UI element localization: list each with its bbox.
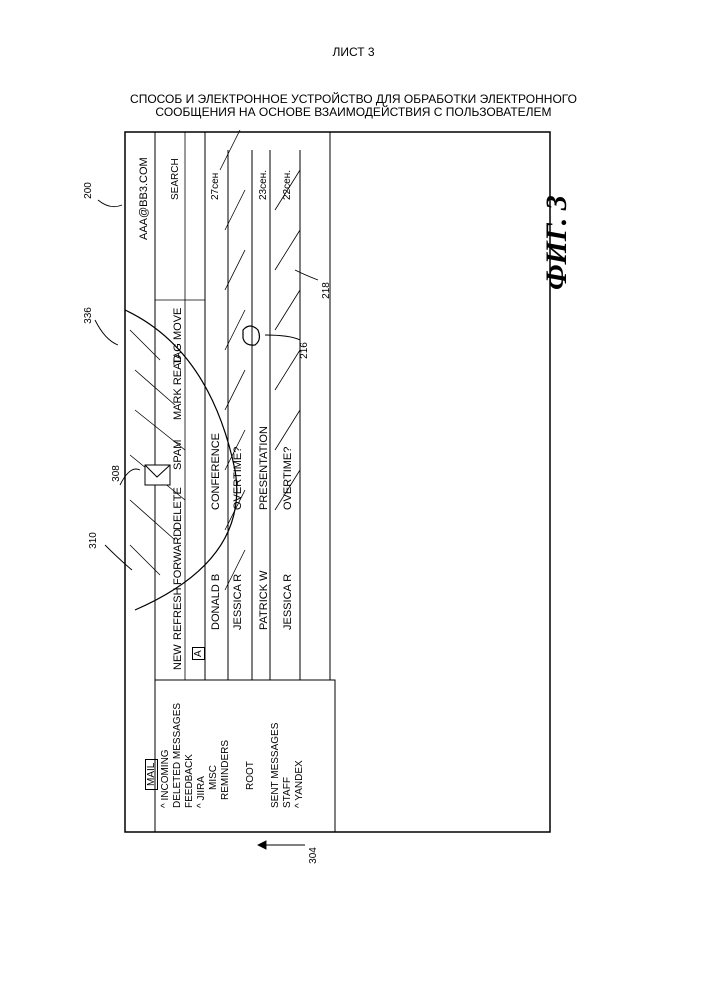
message-date-3: 23сен. xyxy=(258,170,269,200)
ref-304: 304 xyxy=(308,847,319,864)
filter-button[interactable]: A xyxy=(192,647,205,660)
ref-218: 218 xyxy=(321,282,332,299)
hand-cursor-icon xyxy=(243,326,259,345)
toolbar-spam[interactable]: SPAM xyxy=(172,440,184,470)
folder-item-reminders[interactable]: REMINDERS xyxy=(220,740,231,800)
message-subject-1[interactable]: CONFERENCE xyxy=(210,433,222,510)
folder-item-feedback[interactable]: FEEDBACK xyxy=(184,754,195,808)
folder-item-yandex[interactable]: ^ YANDEX xyxy=(294,760,305,808)
folder-item-misc[interactable]: MISC xyxy=(208,765,219,790)
ref-310: 310 xyxy=(88,532,99,549)
message-subject-3[interactable]: PRESENTATION xyxy=(258,426,270,510)
envelope-icon xyxy=(145,465,170,485)
window-frame xyxy=(125,132,550,832)
message-sender-1[interactable]: DONALD B xyxy=(210,574,222,630)
toolbar-tag[interactable]: TAG xyxy=(172,343,184,365)
toolbar-delete[interactable]: DELETE xyxy=(172,487,184,530)
ref-308: 308 xyxy=(111,465,122,482)
account-label: AAA@BB3.COM xyxy=(138,157,150,240)
folder-item-deleted[interactable]: DELETED MESSAGES xyxy=(172,703,183,808)
message-subject-2[interactable]: OVERTIME? xyxy=(232,447,244,510)
folder-item-staff[interactable]: STAFF xyxy=(282,777,293,808)
folder-item-incoming[interactable]: ^ INCOMING xyxy=(160,749,171,808)
toolbar-refresh[interactable]: REFRESH xyxy=(172,587,184,640)
folder-item-jiira[interactable]: ^ JIIRA xyxy=(196,776,207,808)
toolbar-move[interactable]: MOVE xyxy=(172,308,184,340)
ref-336: 336 xyxy=(83,307,94,324)
toolbar-forward[interactable]: FORWARD xyxy=(172,529,184,585)
folder-item-root[interactable]: ROOT xyxy=(245,761,256,790)
toolbar-new[interactable]: NEW xyxy=(172,644,184,670)
ref-200: 200 xyxy=(83,182,94,199)
folder-item-sent[interactable]: SENT MESSAGES xyxy=(270,723,281,808)
ref-216: 216 xyxy=(299,342,310,359)
message-sender-2[interactable]: JESSICA R xyxy=(232,574,244,630)
message-date-1: 27сен xyxy=(210,173,221,200)
figure-label: ФИГ. 3 xyxy=(540,195,574,290)
search-button[interactable]: SEARCH xyxy=(170,158,181,200)
message-date-4: 22сен. xyxy=(282,170,293,200)
message-subject-4[interactable]: OVERTIME? xyxy=(282,447,294,510)
mail-tab[interactable]: MAIL xyxy=(145,759,158,790)
message-sender-4[interactable]: JESSICA R xyxy=(282,574,294,630)
message-sender-3[interactable]: PATRICK W xyxy=(258,571,270,630)
